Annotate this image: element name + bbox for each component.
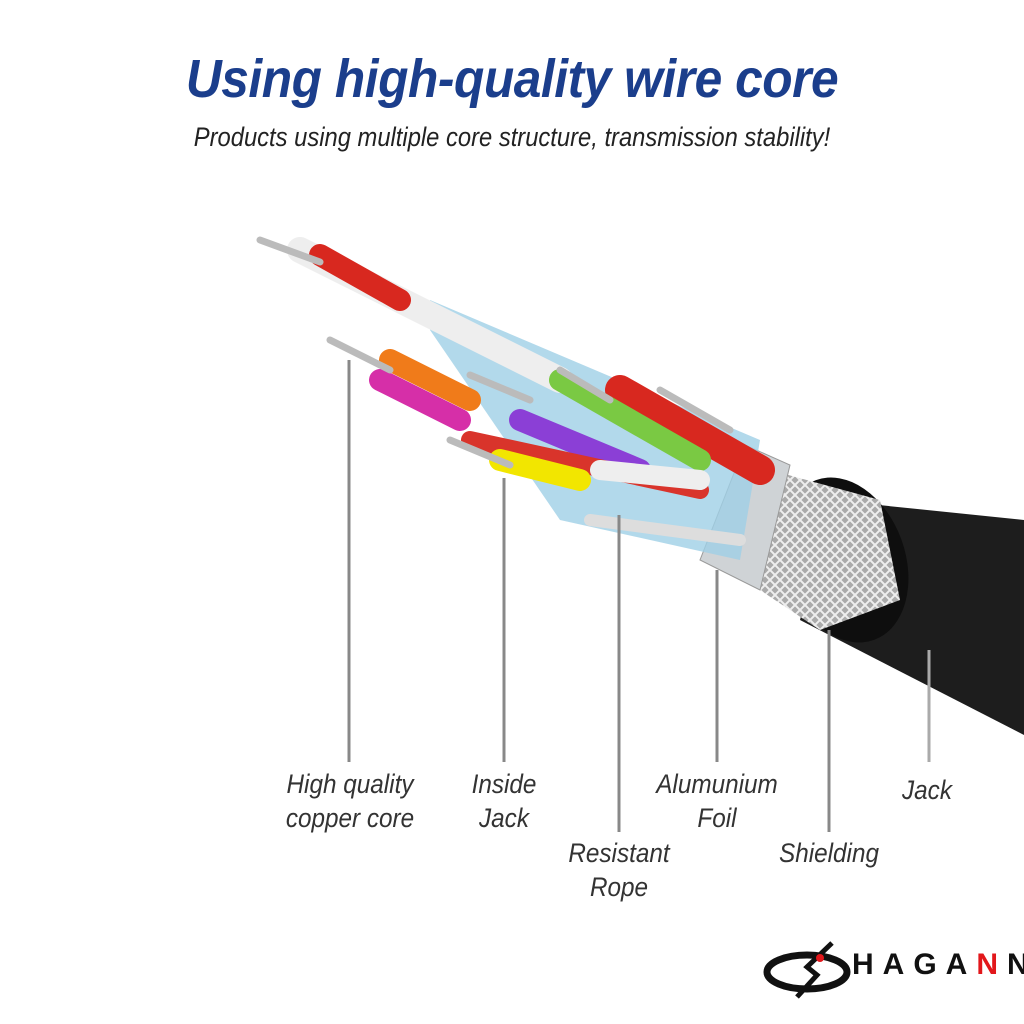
page-title: Using high-quality wire core — [185, 49, 839, 109]
page-subtitle: Products using multiple core structure, … — [193, 122, 831, 152]
label-shielding: Shielding — [779, 838, 879, 868]
brand-name: HAGANN — [852, 948, 1024, 981]
brand-logo-icon — [763, 941, 851, 999]
label-jack: Jack — [902, 775, 952, 805]
